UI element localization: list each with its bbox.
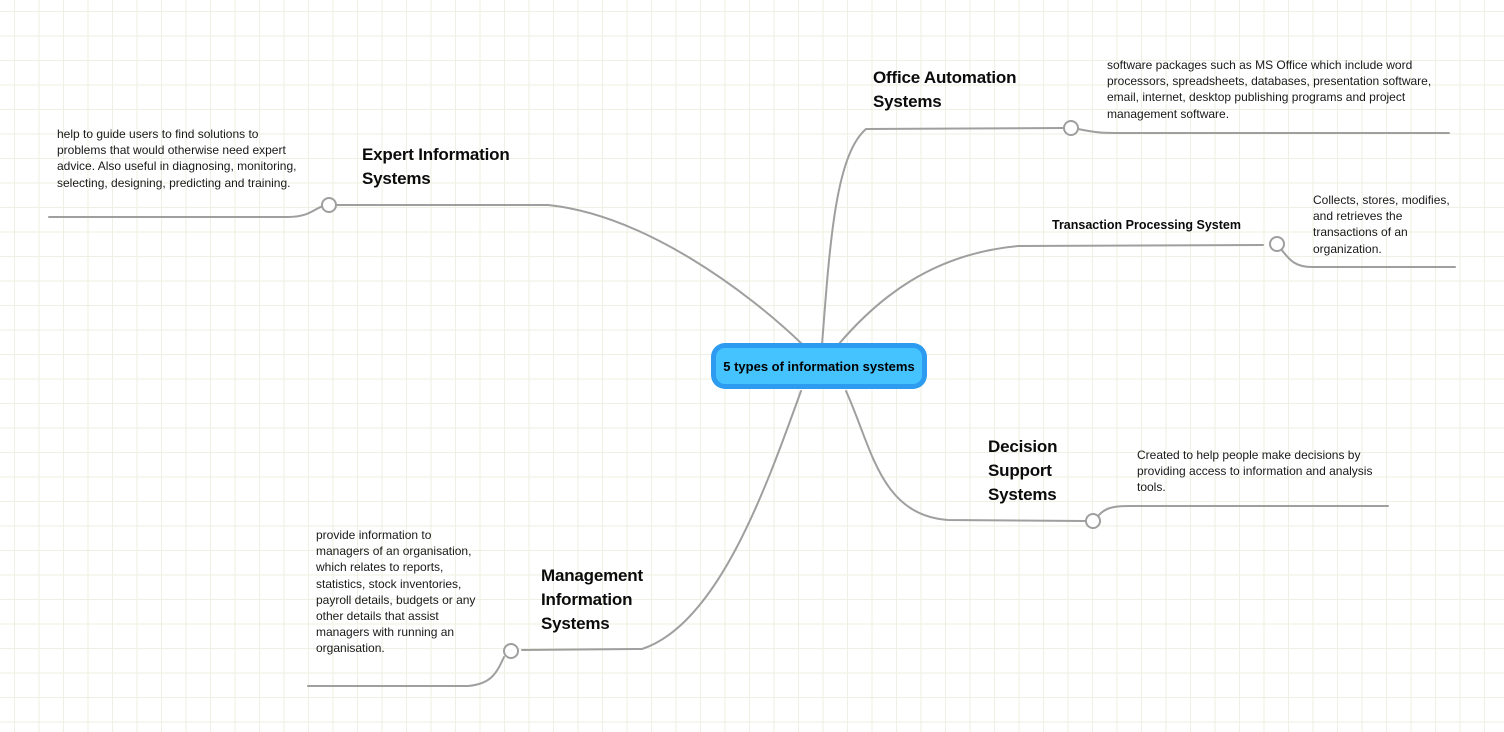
node-title-management-information[interactable]: Management Information Systems [541, 566, 643, 633]
node-desc-office-automation[interactable]: software packages such as MS Office whic… [1107, 58, 1432, 121]
node-desc-transaction-processing[interactable]: Collects, stores, modifies, and retrieve… [1313, 193, 1450, 256]
office-child-connector [1077, 128, 1450, 134]
node-title-transaction-processing[interactable]: Transaction Processing System [1052, 218, 1241, 232]
expert-node-handle[interactable] [321, 197, 337, 213]
management-node-handle[interactable] [503, 643, 519, 659]
management-child-connector [307, 656, 505, 687]
decision-child-connector [1097, 505, 1389, 517]
transaction-parent-connector [837, 244, 1264, 346]
transaction-node-handle[interactable] [1269, 236, 1285, 252]
center-node-label: 5 types of information systems [716, 348, 922, 384]
node-title-office-automation[interactable]: Office Automation Systems [873, 68, 1017, 111]
node-desc-management-information[interactable]: provide information to managers of an or… [316, 528, 476, 656]
node-desc-expert-information[interactable]: help to guide users to find solutions to… [57, 127, 297, 190]
expert-parent-connector [335, 204, 803, 345]
node-title-expert-information[interactable]: Expert Information Systems [362, 145, 510, 188]
office-node-handle[interactable] [1063, 120, 1079, 136]
center-node[interactable]: 5 types of information systems [711, 343, 927, 389]
node-title-decision-support[interactable]: Decision Support Systems [988, 437, 1058, 504]
decision-node-handle[interactable] [1085, 513, 1101, 529]
office-parent-connector [821, 127, 1065, 346]
node-desc-decision-support[interactable]: Created to help people make decisions by… [1137, 448, 1373, 495]
expert-child-connector [48, 205, 324, 218]
